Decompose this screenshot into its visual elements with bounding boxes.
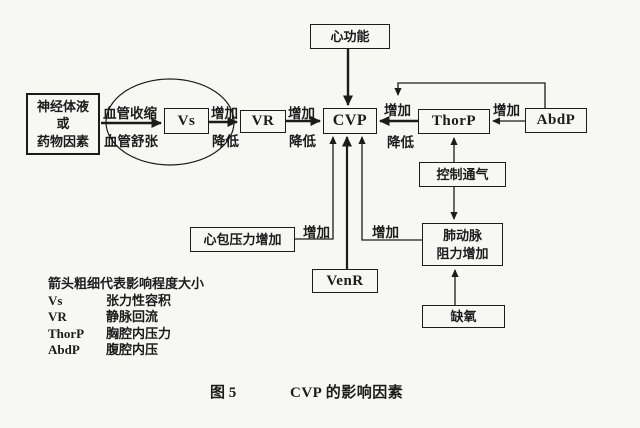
node-text: VenR [326, 272, 364, 289]
label-vasoconstriction: 血管收缩 [103, 106, 157, 121]
node-text: VR [251, 113, 275, 130]
node-text: 药物因素 [36, 133, 89, 149]
legend-row-thorp: ThorP 胸腔内压力 [48, 326, 204, 343]
legend-term: AbdP [48, 342, 80, 357]
node-text: 肺动脉 [442, 227, 482, 243]
node-vs: Vs [164, 108, 209, 134]
node-venr: VenR [312, 269, 378, 293]
legend: 箭头粗细代表影响程度大小 Vs 张力性容积 VR 静脉回流 ThorP 胸腔内压… [48, 276, 204, 359]
node-text: ThorP [431, 113, 477, 130]
edge-abdp-bypass-to-cvp [394, 82, 546, 108]
label-increase-thorp-cvp: 增加 [384, 103, 411, 118]
label-increase-pericardial-cvp: 增加 [303, 225, 330, 240]
legend-definition: 胸腔内压力 [106, 325, 172, 341]
node-pulmonary-resistance-increase: 肺动脉 阻力增加 [422, 223, 503, 266]
node-neural-humoral-drug-factors: 神经体液 或 药物因素 [26, 93, 100, 155]
node-text: 心包压力增加 [203, 231, 282, 247]
node-pericardial-pressure-increase: 心包压力增加 [190, 227, 295, 252]
node-cardiac-function: 心功能 [310, 24, 390, 49]
node-text: CVP [332, 112, 368, 130]
figure-number: 图 5 [210, 385, 237, 401]
label-decrease-thorp-cvp: 降低 [387, 135, 414, 150]
node-text: 神经体液 [36, 98, 89, 114]
node-thorp: ThorP [418, 109, 490, 134]
legend-definition: 腹腔内压 [106, 342, 159, 357]
label-increase-vs-vr: 增加 [211, 106, 238, 121]
node-hypoxia: 缺氧 [422, 305, 505, 328]
legend-term: Vs [48, 292, 63, 308]
legend-row-abdp: AbdP 腹腔内压 [48, 342, 204, 359]
legend-row-vs: Vs 张力性容积 [48, 293, 204, 310]
legend-definition: 静脉回流 [106, 309, 159, 324]
label-vasodilation: 血管舒张 [104, 134, 158, 149]
edge-pulmonary-to-cvp [358, 136, 422, 241]
figure-title: CVP 的影响因素 [290, 385, 404, 401]
legend-note: 箭头粗细代表影响程度大小 [48, 276, 205, 291]
edge-pericardial-to-cvp [295, 136, 337, 240]
node-text: 心功能 [330, 28, 370, 44]
node-vr: VR [240, 110, 286, 133]
node-text: 缺氧 [450, 308, 477, 324]
node-abdp: AbdP [525, 108, 587, 133]
label-increase-abdp-thorp: 增加 [493, 103, 520, 118]
legend-row-vr: VR 静脉回流 [48, 309, 204, 326]
legend-term: ThorP [48, 325, 85, 341]
node-text: 或 [56, 116, 70, 132]
label-increase-vr-cvp: 增加 [288, 106, 315, 121]
legend-definition: 张力性容积 [106, 292, 172, 308]
node-text: 控制通气 [436, 166, 489, 182]
node-cvp: CVP [323, 108, 377, 134]
legend-term: VR [48, 309, 67, 324]
node-text: AbdP [536, 112, 576, 129]
label-increase-pulmonary-cvp: 增加 [372, 225, 399, 240]
node-text: Vs [177, 112, 196, 129]
label-decrease-vr-cvp: 降低 [289, 134, 316, 149]
label-decrease-vs-vr: 降低 [212, 134, 239, 149]
node-text: 阻力增加 [436, 245, 489, 261]
node-controlled-ventilation: 控制通气 [419, 162, 506, 187]
